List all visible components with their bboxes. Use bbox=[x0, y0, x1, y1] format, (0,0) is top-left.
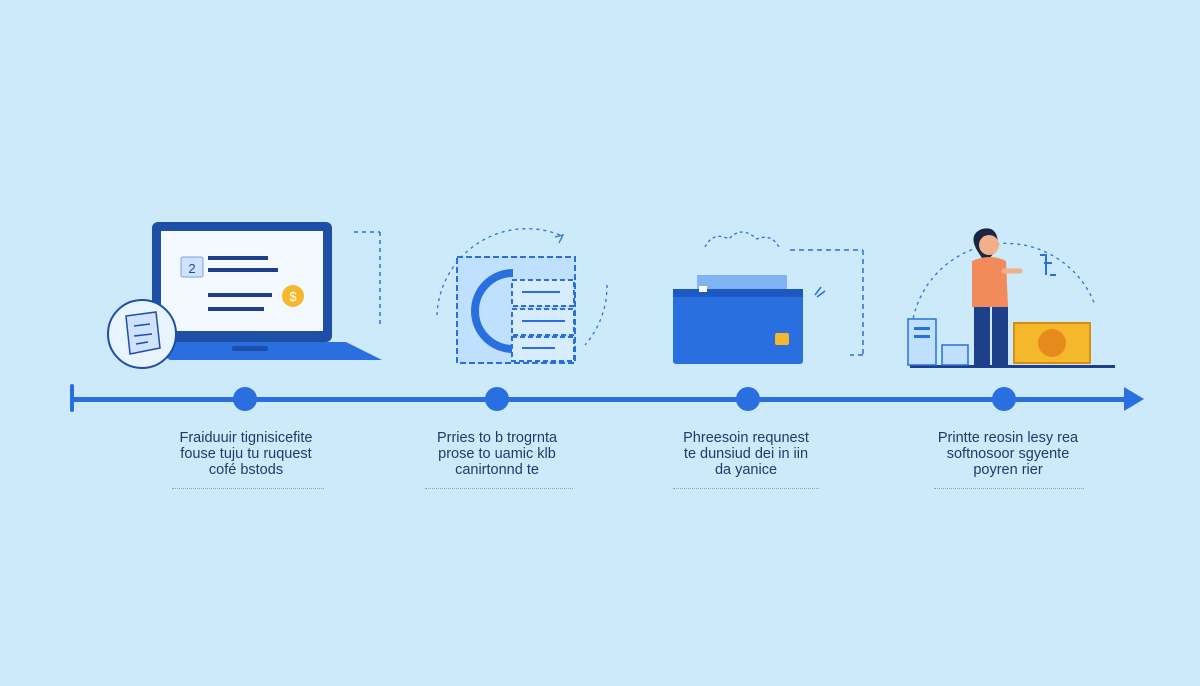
coin-symbol: $ bbox=[289, 289, 297, 304]
step-3-divider bbox=[673, 488, 819, 489]
step-4-divider bbox=[934, 488, 1084, 489]
step-4-line-2: softnosoor sgyente bbox=[946, 446, 1070, 462]
timeline-node-4 bbox=[992, 387, 1016, 411]
step-2-divider bbox=[425, 488, 573, 489]
timeline-arrow-head bbox=[1124, 387, 1144, 411]
step-1-line-2: fouse tuju tu ruquest bbox=[180, 446, 312, 462]
timeline-node-2 bbox=[485, 387, 509, 411]
step-3-line-2: te dunsiud dei in iin bbox=[683, 446, 809, 462]
step-2-line-3: canirtonnd te bbox=[455, 462, 539, 478]
timeline-axis bbox=[72, 397, 1130, 402]
step-1-line-1: Fraiduuir tignisicefite bbox=[179, 430, 313, 446]
step-3-line-3: da yanice bbox=[714, 462, 778, 478]
laptop-screen-number: 2 bbox=[188, 261, 195, 276]
step-1-line-3: cofé bstods bbox=[208, 462, 284, 478]
step-2-line-1: Prries to b trogrnta bbox=[436, 430, 558, 446]
step-3-line-1: Phreesoin requnest bbox=[683, 430, 809, 446]
person-cheque-icon bbox=[907, 228, 1115, 368]
step-2-caption: Prries to b trogrnta prose to uamic klb … bbox=[397, 430, 597, 478]
step-3-caption: Phreesoin requnest te dunsiud dei in iin… bbox=[646, 430, 846, 478]
step-1-caption: Fraiduuir tignisicefite fouse tuju tu ru… bbox=[146, 430, 346, 478]
step-2-line-2: prose to uamic klb bbox=[438, 446, 556, 462]
printer-icon bbox=[673, 231, 864, 364]
step-4-line-3: poyren rier bbox=[973, 462, 1043, 478]
document-process-icon bbox=[436, 228, 608, 364]
timeline-node-3 bbox=[736, 387, 760, 411]
step-4-caption: Printte reosin lesy rea softnosoor sgyen… bbox=[908, 430, 1108, 478]
step-4-line-1: Printte reosin lesy rea bbox=[937, 430, 1079, 446]
timeline-node-1 bbox=[233, 387, 257, 411]
laptop-payment-icon: 2 $ bbox=[107, 222, 382, 369]
step-1-divider bbox=[172, 488, 324, 489]
